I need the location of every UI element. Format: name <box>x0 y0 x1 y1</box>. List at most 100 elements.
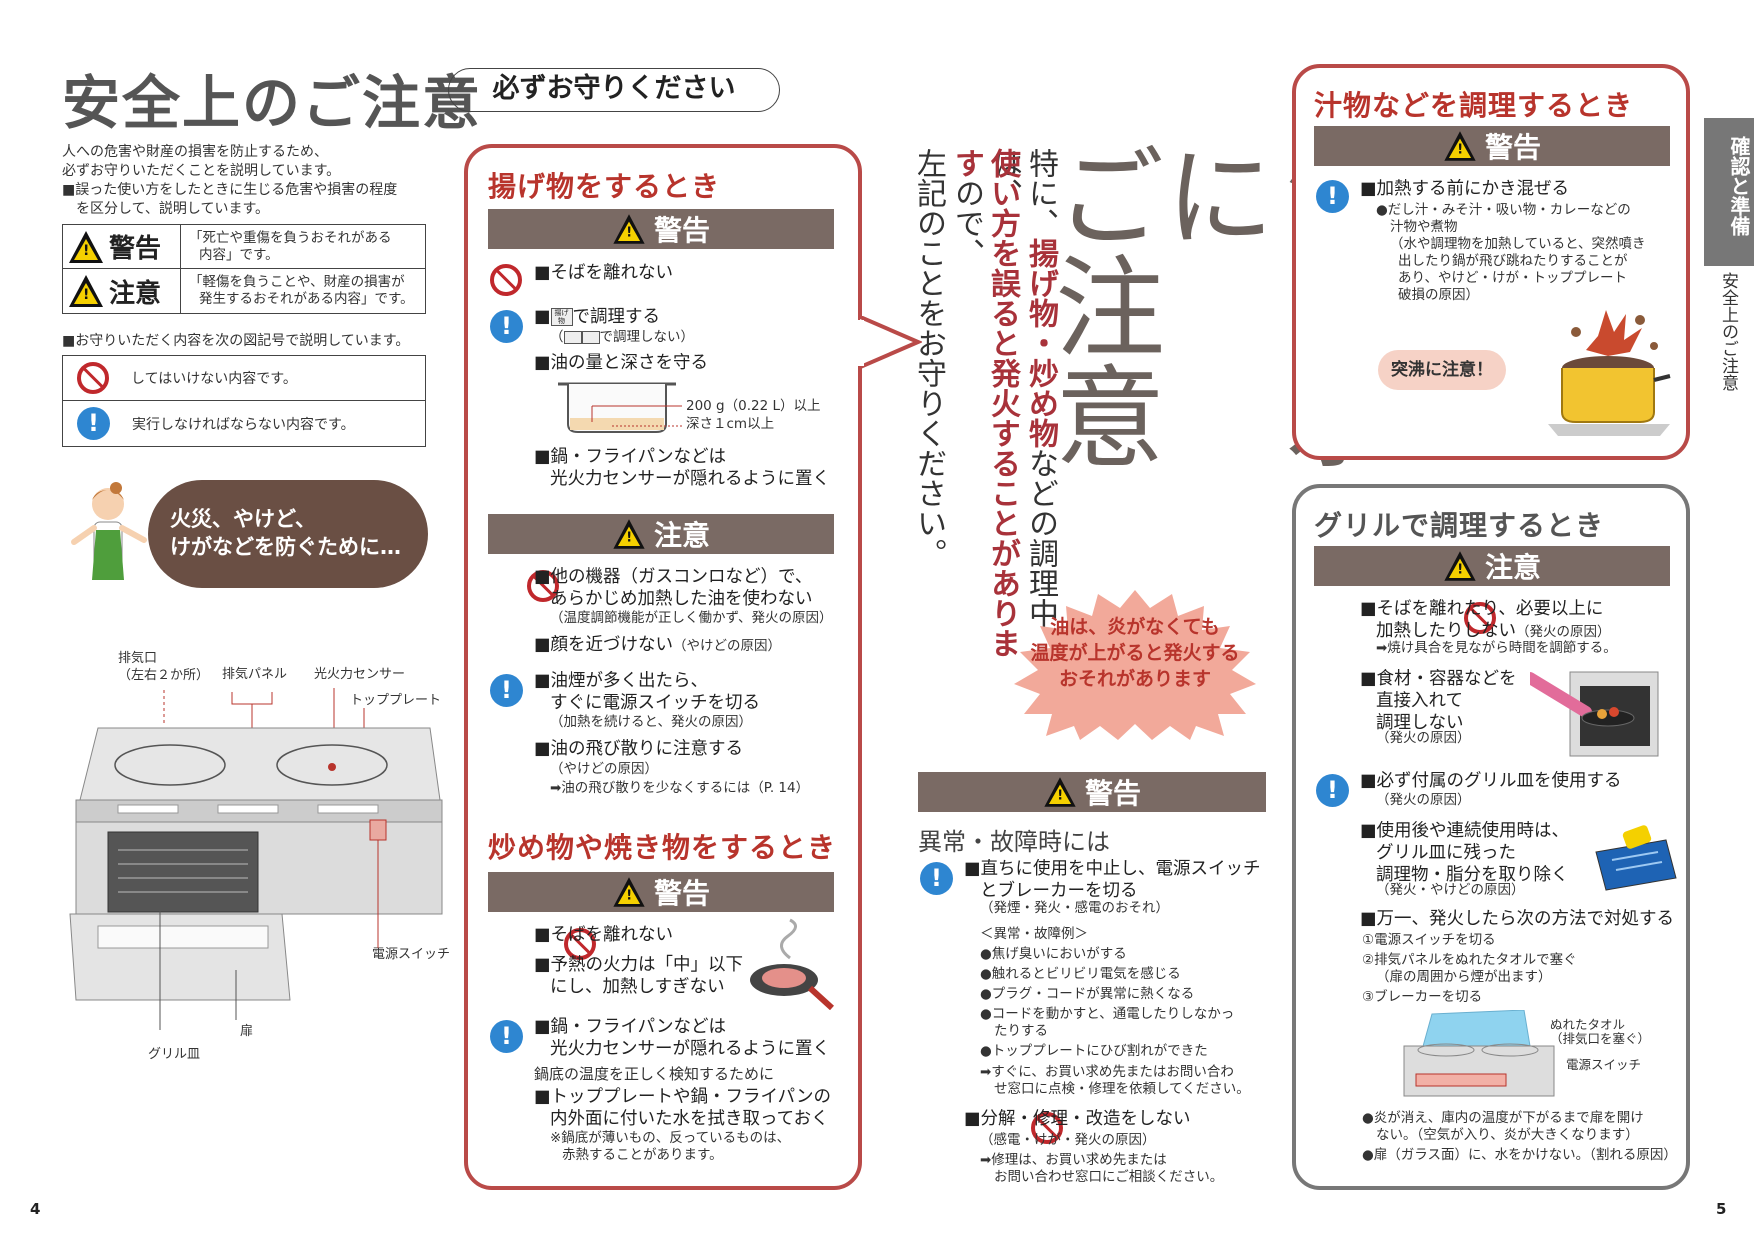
prohibited-icon <box>1031 1112 1064 1144</box>
abnormal-title: 異常・故障時には <box>918 828 1110 856</box>
grill-i4-sub: （発火・やけどの原因） <box>1376 882 1525 898</box>
mandatory-icon: ! <box>1316 774 1349 807</box>
woman-illustration <box>71 482 147 580</box>
wet-towel-label: ぬれたタオル（排気口を塞ぐ） <box>1550 1017 1651 1046</box>
level-row-caution: !注意 「軽傷を負うことや、財産の損害が発生するおそれがある内容」です。 <box>63 269 425 313</box>
prohibited-icon <box>490 264 522 296</box>
fry-c4-ref: ➡油の飛び散りを少なくするには（P. 14） <box>550 780 810 796</box>
warning-triangle-icon: ! <box>1044 777 1076 807</box>
side-tab-check-prep: 確認と準備 <box>1704 118 1754 266</box>
frying-pan-illustration <box>750 918 834 1010</box>
panel-pointer <box>858 316 922 370</box>
intro-text: 人への危害や財産の損害を防止するため、 必ずお守りいただくことを説明しています。… <box>62 144 398 217</box>
mandatory-icon: ! <box>490 310 523 343</box>
other-mode-key-icon <box>563 330 582 344</box>
symbols-intro: ■お守りいただく内容を次の図記号で説明しています。 <box>62 333 410 349</box>
grill-switch-label: 電源スイッチ <box>1566 1057 1642 1072</box>
grill-title: グリルで調理するとき <box>1314 509 1605 542</box>
grill-notes: ●炎が消え、庫内の温度が下がるまで扉を開け ない。（空気が入り、炎が大きくなりま… <box>1362 1110 1677 1163</box>
label-exhaust-panel: 排気パネル <box>222 667 288 682</box>
grill-i3-sub: （発火の原因） <box>1376 792 1471 808</box>
fry-c2: ■顔を近づけない（やけどの原因） <box>534 635 782 655</box>
fry-c1-sub: （温度調節機能が正しく働かず、発火の原因） <box>550 610 833 626</box>
hazard-level-table: !警告 「死亡や重傷を負うおそれがある内容」です。 !注意 「軽傷を負うことや、… <box>62 224 426 314</box>
grill-food-illustration <box>1530 671 1659 757</box>
fry-w1: ■そばを離れない <box>534 263 674 283</box>
stirfry-w1: ■そばを離れない <box>534 925 674 945</box>
pot-oil-amount: 200 g（0.22 L）以上 <box>686 398 821 414</box>
abnormal-i1-sub: （発煙・発火・感電のおそれ） <box>980 900 1169 916</box>
fry-c4: ■油の飛び散りに注意する <box>534 739 744 759</box>
grill-steps: ①電源スイッチを切る ②排気パネルをぬれたタオルで塞ぐ （扉の周囲から煙が出ます… <box>1362 932 1577 1005</box>
abnormal-examples: ＜異常・故障例＞ ●焦げ臭いにおいがする ●触れるとビリビリ電気を感じる ●プラ… <box>980 926 1250 1097</box>
prohibited-icon <box>1464 602 1497 634</box>
stirfry-w4: ■トッププレートや鍋・フライパンの内外面に付いた水を拭き取っておく <box>534 1087 832 1129</box>
page-title: 安全上のご注意 <box>62 69 483 137</box>
other-mode-key-icon <box>581 330 600 344</box>
fry-warning-band: !警告 <box>488 209 834 249</box>
mandatory-icon: ! <box>77 407 110 440</box>
grill-i5: ■万一、発火したら次の方法で対処する <box>1360 909 1675 929</box>
boiling-pot-illustration <box>1548 310 1671 436</box>
label-power-switch: 電源スイッチ <box>372 947 451 962</box>
label-grill-tray: グリル皿 <box>148 1047 201 1062</box>
prohibited-icon <box>527 570 560 602</box>
fry-panel <box>464 144 862 1190</box>
boilover-callout: 突沸に注意！ <box>1378 350 1506 390</box>
level-row-warning: !警告 「死亡や重傷を負うおそれがある内容」です。 <box>63 225 425 269</box>
center-col3: 左記のことをお守りください。 <box>911 148 946 568</box>
stirfry-warning-band: !警告 <box>488 872 834 912</box>
must-follow-badge: 必ずお守りください <box>448 68 780 112</box>
warning-triangle-icon: ! <box>1444 131 1476 161</box>
warning-triangle-icon: ! <box>613 214 645 244</box>
grill-tray-cleaning-illustration <box>1595 825 1677 891</box>
soup-title: 汁物などを調理するとき <box>1314 89 1634 122</box>
abnormal-i2-sub: （感電・けが・発火の原因） <box>980 1132 1156 1148</box>
grill-i1: ■そばを離れたり、必要以上に加熱したりしない（発火の原因） <box>1360 599 1611 641</box>
warning-triangle-icon: ! <box>613 877 645 907</box>
prohibited-icon <box>77 362 109 394</box>
grill-i4: ■使用後や連続使用時は、グリル皿に残った調理物・脂分を取り除く <box>1360 821 1570 885</box>
label-exhaust: 排気口（左右２か所） <box>118 651 210 683</box>
caution-triangle-icon: ! <box>613 519 645 549</box>
center-col2: 使い方を誤ると発火することがありますので、 <box>949 148 1020 658</box>
stirfry-w4-pre: 鍋底の温度を正しく検知するために <box>534 1065 775 1083</box>
starburst-callout <box>1014 590 1256 740</box>
abnormal-i2-ref: ➡修理は、お買い求め先またはお問い合わせ窓口にご相談ください。 <box>980 1152 1224 1185</box>
wet-towel-illustration <box>1403 1010 1555 1097</box>
label-top-plate: トッププレート <box>350 693 442 708</box>
fry-w3: ■油の量と深さを守る <box>534 353 709 373</box>
abnormal-i2: ■分解・修理・改造をしない <box>964 1109 1191 1129</box>
headline-caution: ご注意 <box>1036 140 1164 470</box>
warning-triangle-icon: ! <box>69 230 103 263</box>
mandatory-icon: ! <box>920 862 953 895</box>
fry-c3: ■油煙が多く出たら、すぐに電源スイッチを切る <box>534 671 760 713</box>
speech-bubble: 火災、やけど、 けがなどを防ぐために… <box>148 480 428 588</box>
grill-i2: ■食材・容器などを直接入れて調理しない <box>1360 669 1517 733</box>
soup-warning-band: !警告 <box>1314 126 1670 166</box>
fry-title: 揚げ物をするとき <box>488 170 721 203</box>
grill-i2-sub: （発火の原因） <box>1376 730 1471 746</box>
soup-i1: ■加熱する前にかき混ぜる <box>1360 179 1570 199</box>
grill-i3: ■必ず付属のグリル皿を使用する <box>1360 771 1622 791</box>
stove-illustration <box>69 688 443 1030</box>
prohibited-icon <box>564 928 597 960</box>
stirfry-title: 炒め物や焼き物をするとき <box>488 831 837 864</box>
starburst-text: 油は、炎がなくても 温度が上がると発火する おそれがあります <box>1030 616 1240 690</box>
center-col1: 特に、揚げ物・炒め物などの調理中は、 <box>987 148 1058 628</box>
label-sensor: 光火力センサー <box>314 667 406 682</box>
pot-diagram <box>558 382 682 433</box>
symbol-table: してはいけない内容です。 !実行しなければならない内容です。 <box>62 355 426 447</box>
pot-oil-depth: 深さ１cm以上 <box>686 416 775 432</box>
grill-i1-ref: ➡焼け具合を見ながら時間を調節する。 <box>1376 640 1617 656</box>
label-door: 扉 <box>240 1024 254 1039</box>
abnormal-warning-band: !警告 <box>918 772 1266 812</box>
mandatory-icon: ! <box>1316 180 1349 213</box>
fry-w4: ■鍋・フライパンなどは光火力センサーが隠れるように置く <box>534 447 830 489</box>
side-tab-sub: 安全上のご注意 <box>1718 272 1738 391</box>
caution-triangle-icon: ! <box>1444 551 1476 581</box>
abnormal-i1: ■直ちに使用を中止し、電源スイッチとブレーカーを切る <box>964 859 1261 901</box>
fry-w2-sub: （で調理しない） <box>550 329 694 345</box>
fry-caution-band: !注意 <box>488 514 834 554</box>
fry-mode-key-icon: 揚げ物 <box>550 308 573 326</box>
